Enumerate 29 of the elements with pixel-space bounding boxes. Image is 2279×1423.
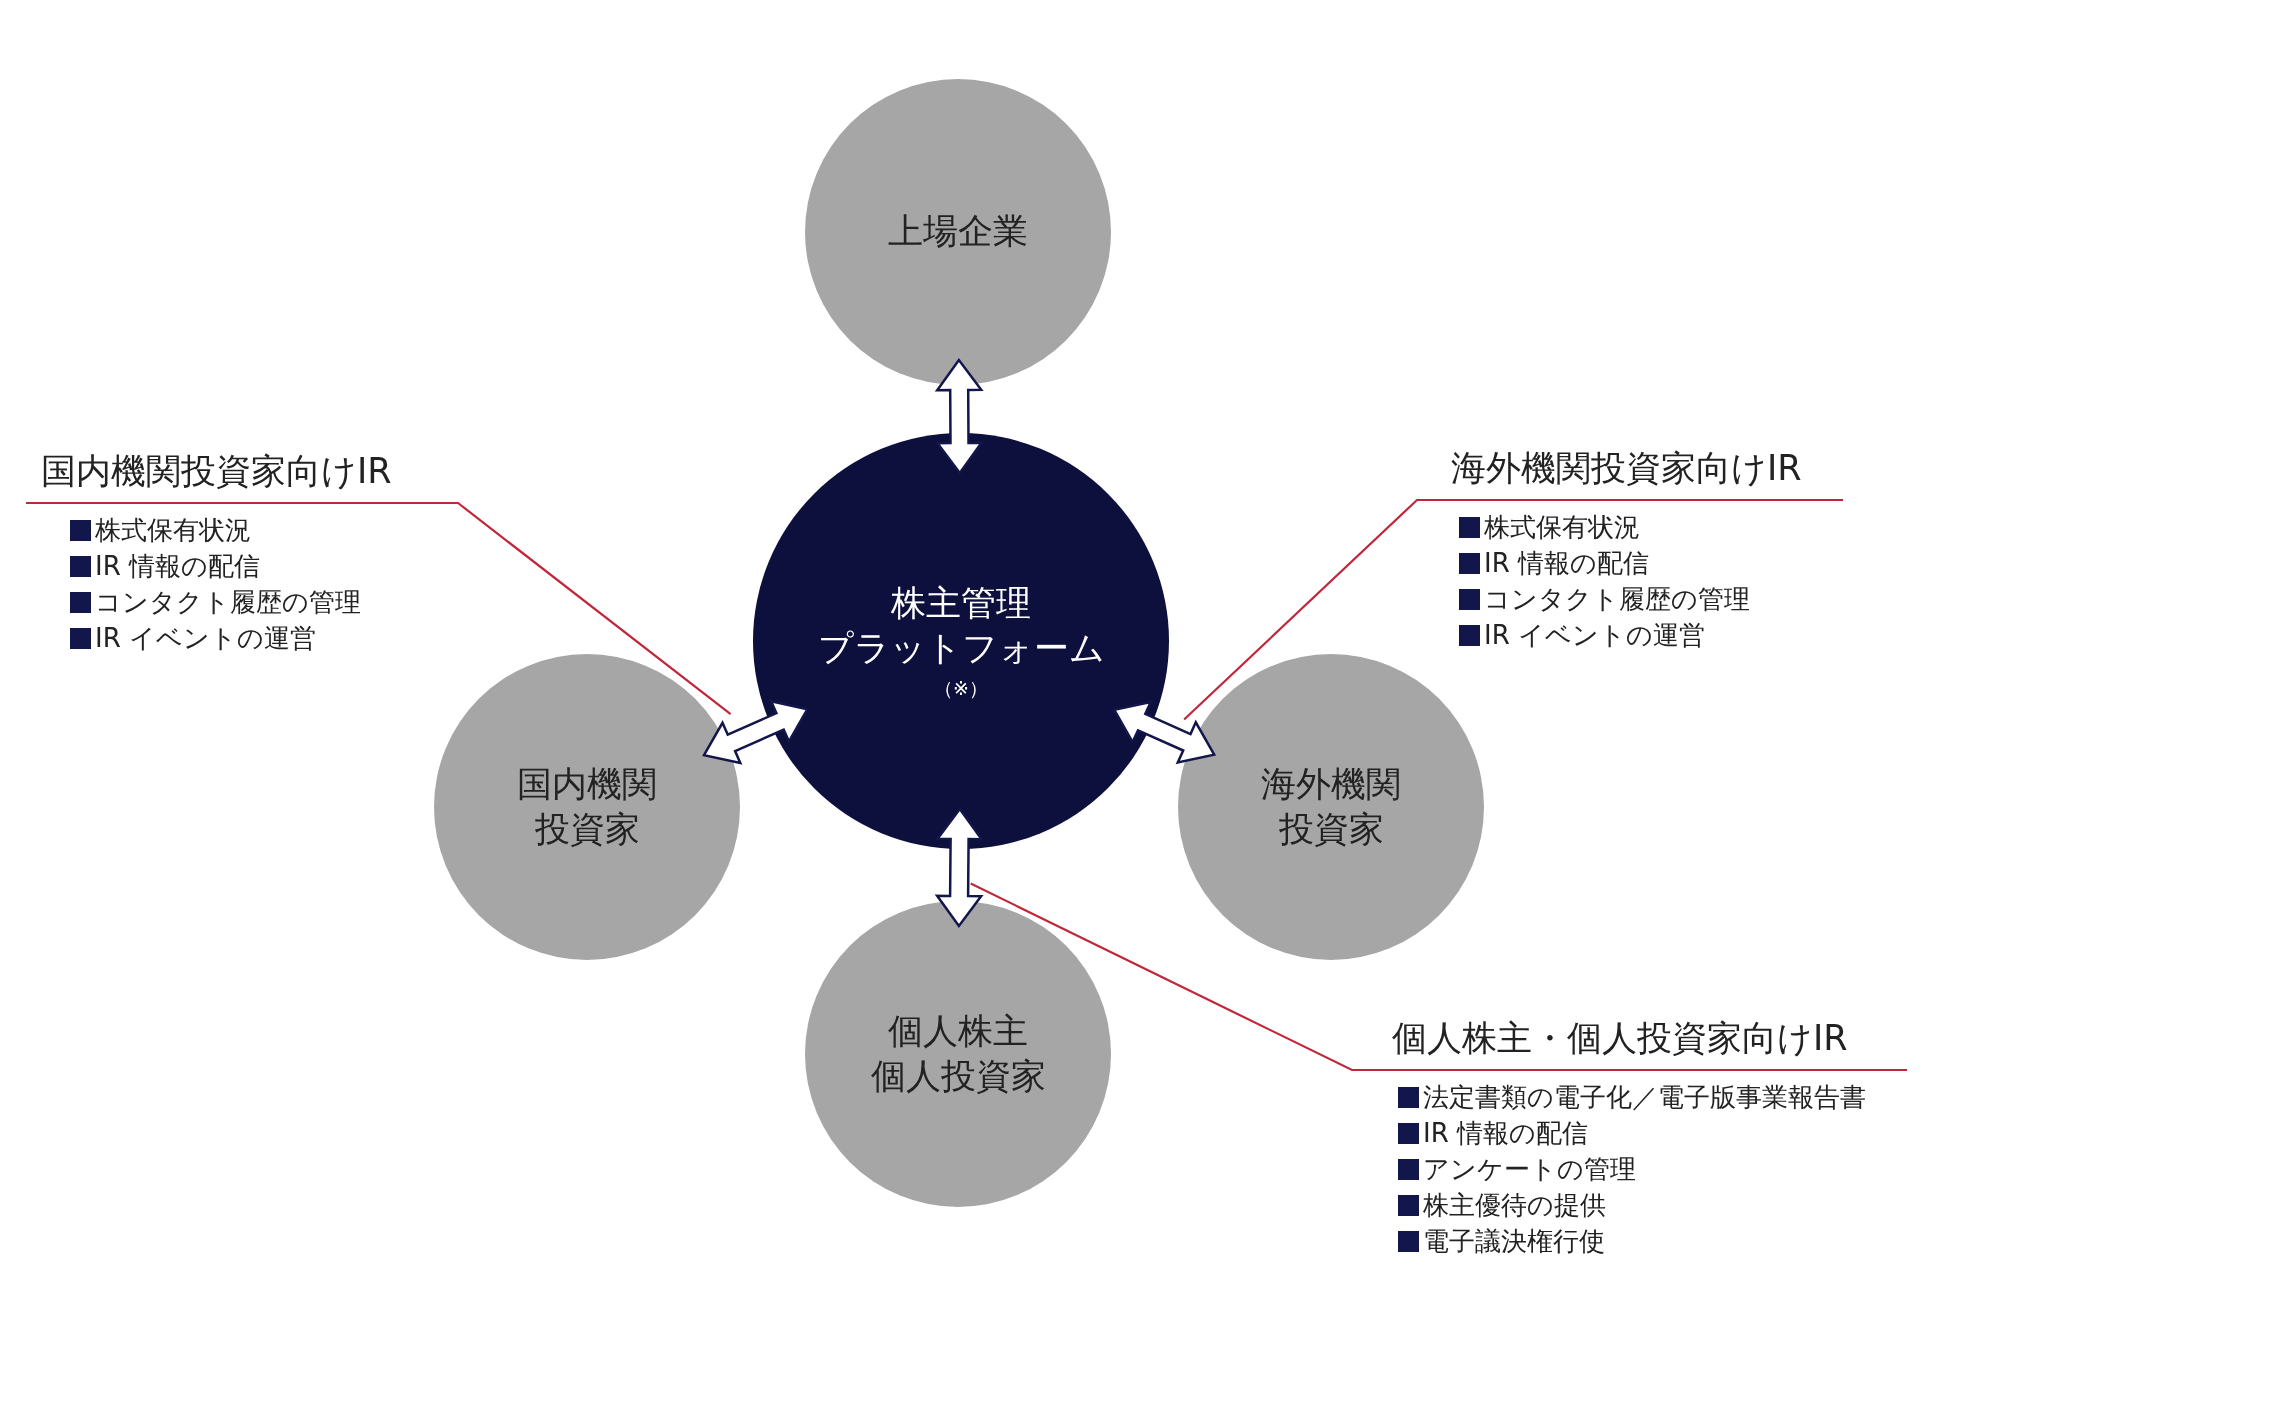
circle-label: 個人株主個人投資家 xyxy=(870,1009,1046,1098)
list-item-text: コンタクト履歴の管理 xyxy=(1484,583,1750,616)
list-item-text: IR イベントの運営 xyxy=(1484,619,1705,652)
list-item-text: 電子議決権行使 xyxy=(1423,1225,1605,1258)
circle-label: 海外機関投資家 xyxy=(1261,762,1401,851)
list-item-text: IR 情報の配信 xyxy=(1484,547,1649,580)
double-arrow xyxy=(702,699,810,765)
leader-line xyxy=(26,501,732,716)
circle-label: 上場企業 xyxy=(888,210,1028,254)
list-item-text: 法定書類の電子化／電子版事業報告書 xyxy=(1423,1081,1866,1114)
list-item-text: 株式保有状況 xyxy=(95,514,251,547)
platform-label: 株主管理プラットフォーム xyxy=(817,581,1105,670)
list-item-text: IR イベントの運営 xyxy=(95,622,316,655)
circle-label: 国内機関投資家 xyxy=(517,762,657,851)
double-arrow xyxy=(934,806,985,929)
list-item-text: コンタクト履歴の管理 xyxy=(95,586,361,619)
list-item-text: IR 情報の配信 xyxy=(1423,1117,1588,1150)
leader-line xyxy=(1183,498,1843,721)
double-arrow xyxy=(1112,700,1217,765)
callout-heading: 個人株主・個人投資家向けIR xyxy=(1391,1017,1849,1059)
footnote-mark: （※） xyxy=(934,675,988,701)
leader-line xyxy=(970,882,1907,1072)
callout-heading: 海外機関投資家向けIR xyxy=(1450,447,1803,489)
callout-heading: 国内機関投資家向けIR xyxy=(40,450,393,492)
list-item-text: IR 情報の配信 xyxy=(95,550,260,583)
list-item-text: 株主優待の提供 xyxy=(1423,1189,1606,1222)
list-item-text: 株式保有状況 xyxy=(1484,511,1640,544)
double-arrow xyxy=(934,357,984,476)
list-item-text: アンケートの管理 xyxy=(1423,1153,1636,1186)
